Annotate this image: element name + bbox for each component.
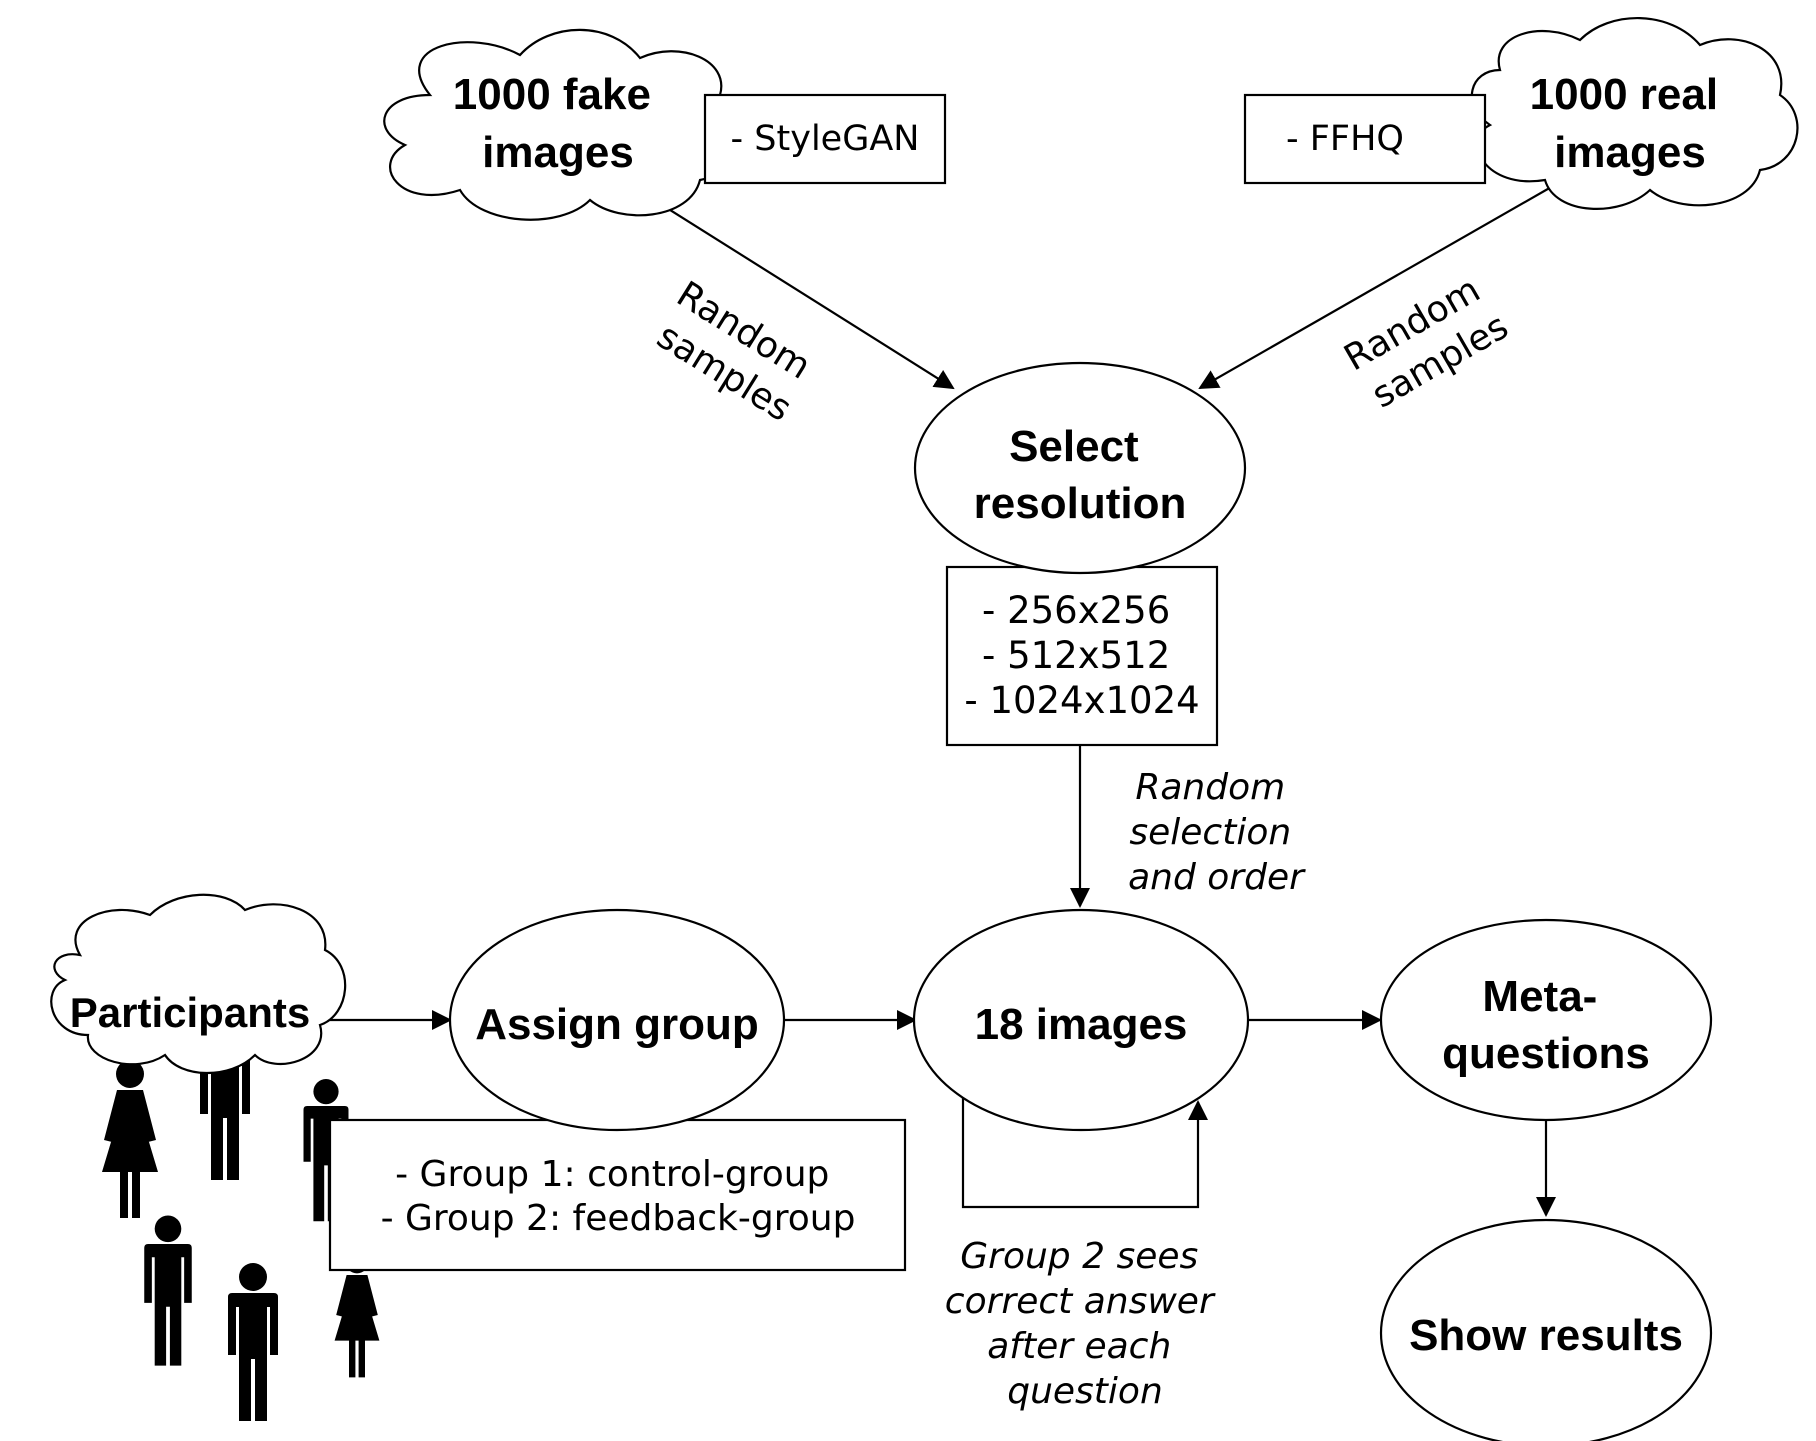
real-samples-label: Random samples [1338,264,1520,420]
groups-box [328,1118,907,1272]
show-results-node [1379,1218,1713,1441]
assign-group-node [448,908,786,1132]
meta-questions-node [1379,918,1713,1122]
stylegan-label: - StyleGAN [731,119,920,159]
show-results-label: Show results [1409,1311,1683,1360]
stylegan-box [703,93,947,185]
fake-images-cloud [383,28,746,221]
select-resolution-label: Select resolution [974,422,1187,528]
arrow-real-to-select [1198,185,1554,389]
arrow-fake-to-select [631,185,955,390]
ffhq-box [1243,93,1487,185]
connectors [320,185,1556,1217]
man-icon [228,1263,278,1421]
fake-samples-label: Random samples [645,274,827,433]
ffhq-label: - FFHQ [1286,119,1404,159]
resolutions-label: - 256x256 - 512x512 - 1024x1024 [964,589,1199,722]
feedback-loop-label: Group 2 sees correct answer after each q… [945,1236,1225,1412]
resolutions-box [945,565,1219,747]
participants-label: Participants [70,989,310,1036]
feedback-loop-arrow [961,1098,1208,1209]
woman-icon [102,1060,158,1218]
assign-group-label: Assign group [475,1000,759,1049]
eighteen-images-node [912,908,1250,1132]
select-resolution-node [913,361,1247,575]
groups-label: - Group 1: control-group - Group 2: feed… [381,1154,856,1239]
meta-questions-label: Meta- questions [1442,972,1650,1078]
fake-images-label: 1000 fake images [453,70,663,177]
eighteen-images-label: 18 images [975,1000,1188,1049]
man-icon [144,1215,192,1366]
participants-cloud [50,893,347,1075]
real-images-label: 1000 real images [1530,70,1731,177]
selection-label: Random selection and order [1128,767,1306,898]
